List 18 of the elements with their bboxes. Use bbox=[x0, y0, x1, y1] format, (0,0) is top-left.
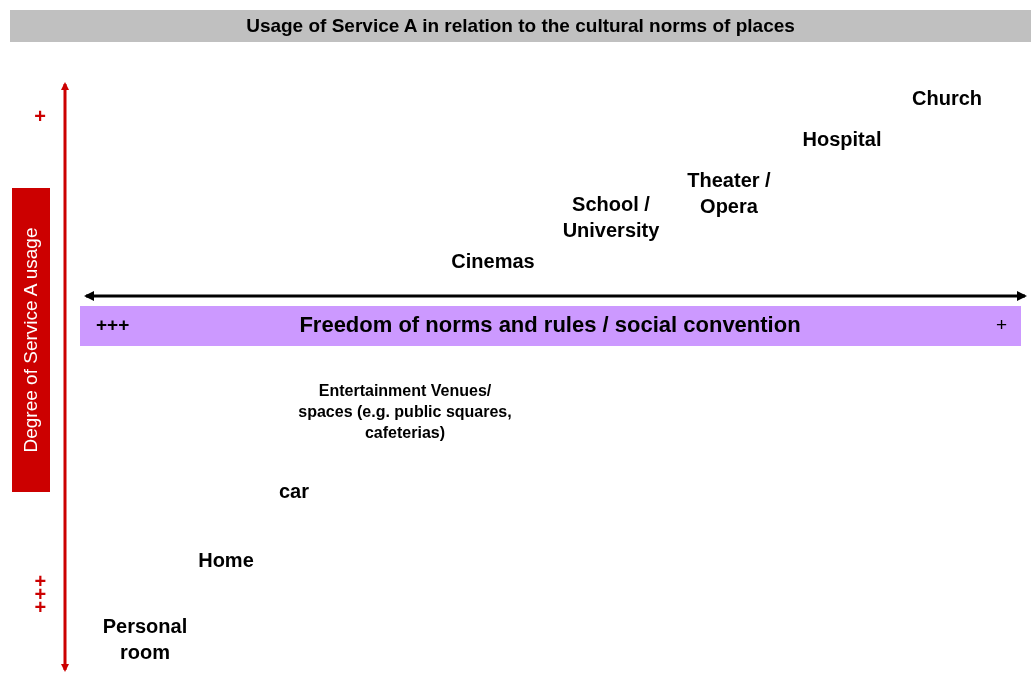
scale-title: Freedom of norms and rules / social convention bbox=[299, 312, 801, 339]
place-label: Theater / Opera bbox=[686, 168, 772, 219]
title-bar: Usage of Service A in relation to the cultural norms of places bbox=[10, 10, 1031, 42]
scale-end-mark: + bbox=[34, 104, 46, 129]
axis-title: Degree of Service A usage bbox=[20, 227, 42, 453]
scale-end-mark: + bbox=[995, 314, 1007, 338]
place-label: Personal room bbox=[101, 614, 189, 665]
place-label: Entertainment Venues/ spaces (e.g. public squares, cafeterias) bbox=[297, 380, 513, 443]
place-label: Cinemas bbox=[451, 249, 535, 274]
place-label: Home bbox=[198, 548, 254, 573]
place-label: School / University bbox=[561, 192, 661, 243]
scale-end-mark: +++ bbox=[34, 574, 46, 614]
place-label: Hospital bbox=[802, 127, 882, 152]
place-label: Church bbox=[912, 86, 982, 111]
place-label: car bbox=[279, 479, 309, 504]
axis-title-box bbox=[12, 188, 50, 492]
scale-end-mark: +++ bbox=[96, 314, 130, 338]
scale-band bbox=[80, 306, 1021, 346]
